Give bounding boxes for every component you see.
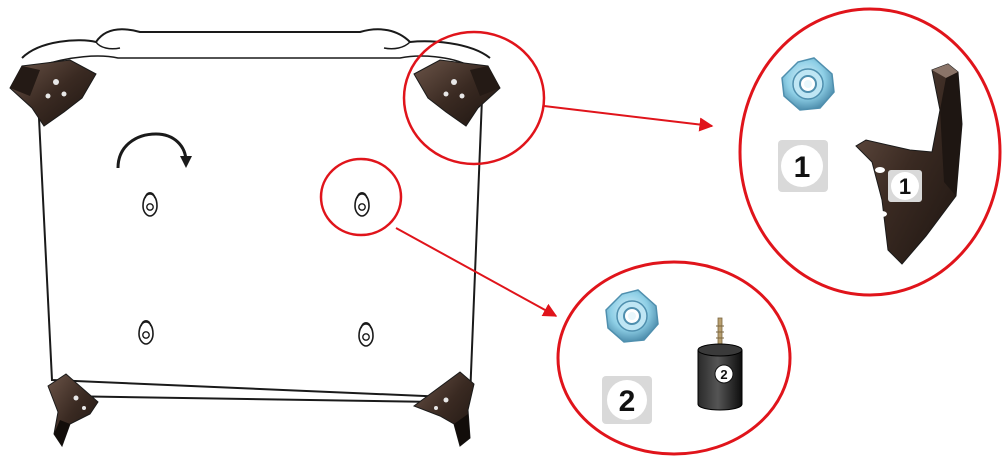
tee-nut-icon	[781, 57, 835, 111]
seat-outline	[37, 97, 483, 400]
curved-arrow-clockwise-icon	[116, 132, 192, 169]
callout-circle-corner	[402, 30, 546, 166]
keyhole-mount-icon	[138, 319, 154, 345]
corner-bracket-bottom-left	[47, 373, 99, 448]
part-label-2: 2	[619, 385, 636, 418]
corner-detail-callout: 1 1	[738, 7, 1002, 297]
arrow-to-corner-detail	[543, 105, 714, 132]
foot-label-2: 2	[720, 367, 727, 382]
keyhole-mount-icon	[358, 321, 374, 347]
part-label-1: 1	[794, 151, 811, 184]
corner-leg-bracket-icon: 1	[855, 63, 963, 265]
keyhole-mount-icon	[354, 191, 370, 217]
keyhole-mount-icon	[142, 191, 158, 217]
callout-circle-foot-detail	[556, 260, 792, 456]
callout-circle-mount-hole	[319, 157, 403, 237]
seat-top-inner-rail	[39, 55, 471, 67]
foot-detail-callout: 2 2	[556, 260, 792, 456]
bracket-label-1: 1	[899, 174, 911, 199]
rubber-foot-icon: 2	[697, 317, 743, 411]
part-label-tile-1: 1	[778, 140, 828, 192]
corner-bracket-top-left	[9, 59, 97, 127]
seat-top-rail	[21, 28, 491, 59]
corner-bracket-bottom-right	[412, 371, 475, 447]
part-label-tile-2: 2	[602, 376, 652, 424]
arrow-to-foot-detail	[395, 227, 558, 317]
seat-underside	[21, 28, 491, 403]
corner-bracket-top-right	[413, 59, 501, 127]
tee-nut-icon	[605, 289, 659, 343]
